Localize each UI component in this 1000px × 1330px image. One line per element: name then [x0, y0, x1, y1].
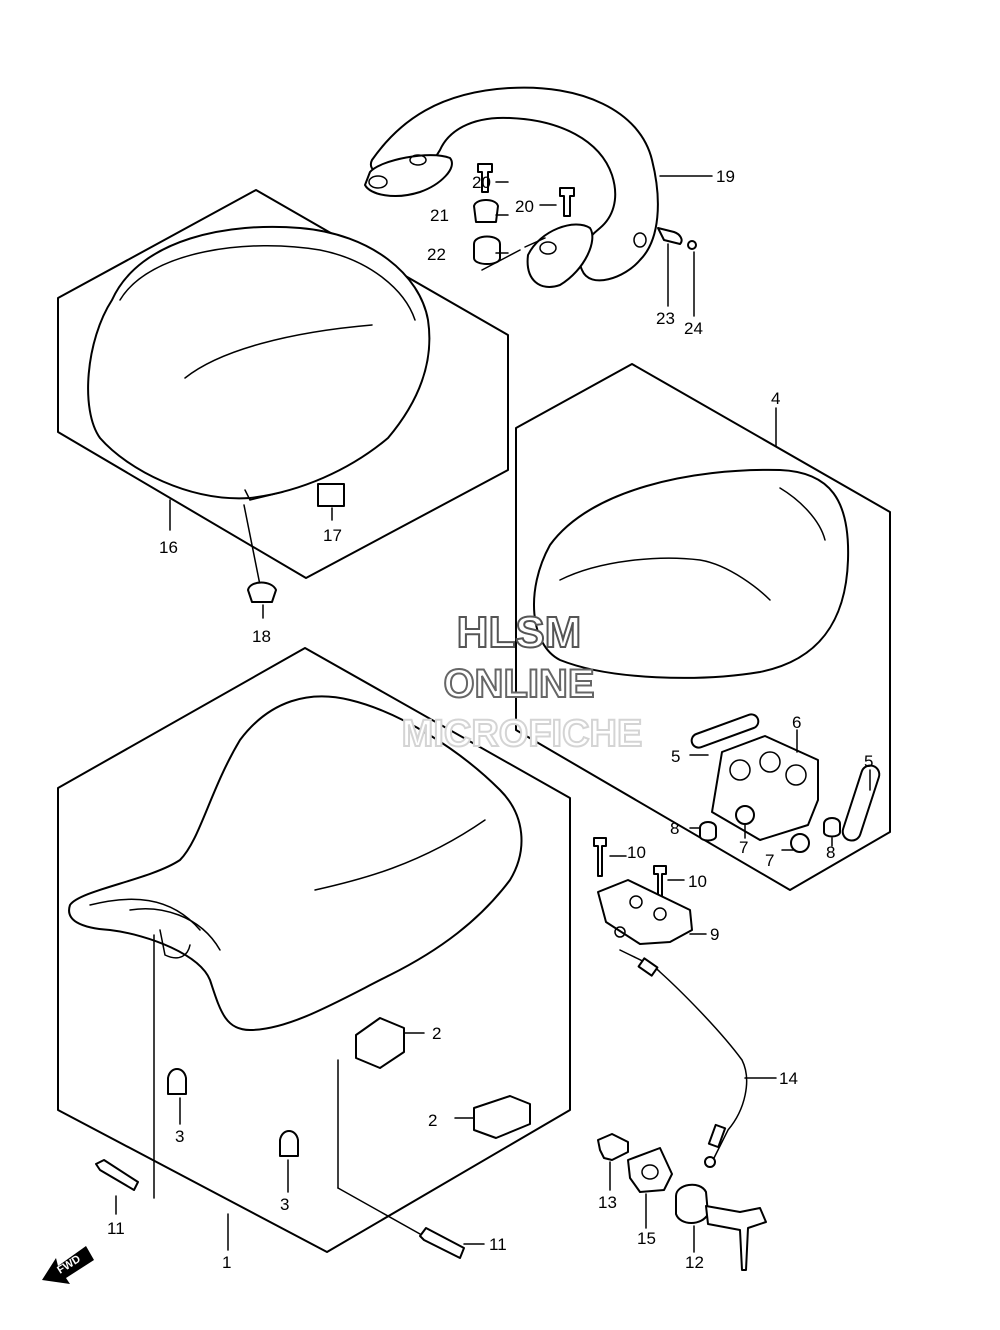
nut-18[interactable] — [247, 581, 277, 603]
callout-1[interactable]: 1 — [222, 1253, 231, 1272]
cushion-7a[interactable] — [735, 805, 755, 825]
callout-17[interactable]: 17 — [323, 526, 342, 545]
callout-2b[interactable]: 2 — [428, 1111, 437, 1130]
callout-20a[interactable]: 20 — [472, 173, 491, 192]
callout-19[interactable]: 19 — [716, 167, 735, 186]
nut-8a[interactable] — [699, 821, 717, 842]
grommet-22[interactable] — [473, 235, 501, 265]
callout-8b[interactable]: 8 — [826, 843, 835, 862]
bumper-3b[interactable] — [279, 1130, 299, 1157]
callout-4[interactable]: 4 — [771, 389, 780, 408]
callout-5b[interactable]: 5 — [864, 752, 873, 771]
rider-seat-1[interactable] — [68, 695, 523, 1031]
fwd-arrow: FWD — [42, 1246, 94, 1284]
bolt-20-left[interactable] — [477, 163, 493, 193]
callout-7a[interactable]: 7 — [739, 838, 748, 857]
bolt-11-left[interactable] — [95, 1159, 139, 1191]
callout-24[interactable]: 24 — [684, 319, 703, 338]
grab-rail-group — [364, 86, 713, 317]
callout-21[interactable]: 21 — [430, 206, 449, 225]
clip-13[interactable] — [597, 1133, 629, 1161]
callout-14[interactable]: 14 — [779, 1069, 798, 1088]
cushion-5b[interactable] — [840, 763, 881, 843]
bracket-15[interactable] — [627, 1147, 673, 1193]
cushion-2a[interactable] — [355, 1017, 405, 1069]
lock-group — [593, 837, 777, 1271]
passenger-seat-16[interactable] — [87, 225, 431, 500]
bumper-3a[interactable] — [167, 1068, 187, 1095]
watermark: HLSM ONLINE MICROFICHE — [401, 607, 644, 756]
callout-6[interactable]: 6 — [792, 713, 801, 732]
callout-16[interactable]: 16 — [159, 538, 178, 557]
callout-18[interactable]: 18 — [252, 627, 271, 646]
callout-13[interactable]: 13 — [598, 1193, 617, 1212]
cushion-7b[interactable] — [790, 833, 810, 853]
bolt-11-right[interactable] — [419, 1227, 465, 1259]
lock-bracket-9[interactable] — [597, 879, 693, 945]
cushion-2b[interactable] — [473, 1095, 531, 1139]
callout-22[interactable]: 22 — [427, 245, 446, 264]
bracket-6[interactable] — [711, 735, 819, 841]
backrest-group — [515, 363, 891, 891]
lock-cylinder-12[interactable] — [675, 1183, 709, 1224]
watermark-line3: MICROFICHE — [402, 713, 643, 755]
callout-11a[interactable]: 11 — [107, 1219, 125, 1238]
nut-24[interactable] — [687, 240, 697, 250]
bolt-20-right[interactable] — [559, 187, 575, 217]
collar-21[interactable] — [473, 199, 499, 223]
bolt-10a[interactable] — [593, 837, 607, 877]
callout-3b[interactable]: 3 — [280, 1195, 289, 1214]
callout-7b[interactable]: 7 — [765, 851, 774, 870]
callout-2a[interactable]: 2 — [432, 1024, 441, 1043]
callout-10a[interactable]: 10 — [627, 843, 646, 862]
callout-20b[interactable]: 20 — [515, 197, 534, 216]
callout-11b[interactable]: 11 — [489, 1235, 507, 1254]
callout-5a[interactable]: 5 — [671, 747, 680, 766]
callout-3a[interactable]: 3 — [175, 1127, 184, 1146]
callout-23[interactable]: 23 — [656, 309, 675, 328]
watermark-line1: HLSM — [457, 608, 582, 657]
callout-8a[interactable]: 8 — [670, 819, 679, 838]
nut-8b[interactable] — [823, 817, 841, 838]
pad-17[interactable] — [317, 483, 345, 507]
callout-10b[interactable]: 10 — [688, 872, 707, 891]
washer-23[interactable] — [657, 227, 683, 245]
callout-12[interactable]: 12 — [685, 1253, 704, 1272]
cushion-5a[interactable] — [690, 712, 761, 749]
rider-seat-group — [57, 647, 571, 1259]
seat-4[interactable] — [533, 468, 850, 679]
passenger-seat-group — [57, 189, 509, 619]
watermark-line2: ONLINE — [443, 662, 594, 706]
callout-9[interactable]: 9 — [710, 925, 719, 944]
callout-15[interactable]: 15 — [637, 1229, 656, 1248]
